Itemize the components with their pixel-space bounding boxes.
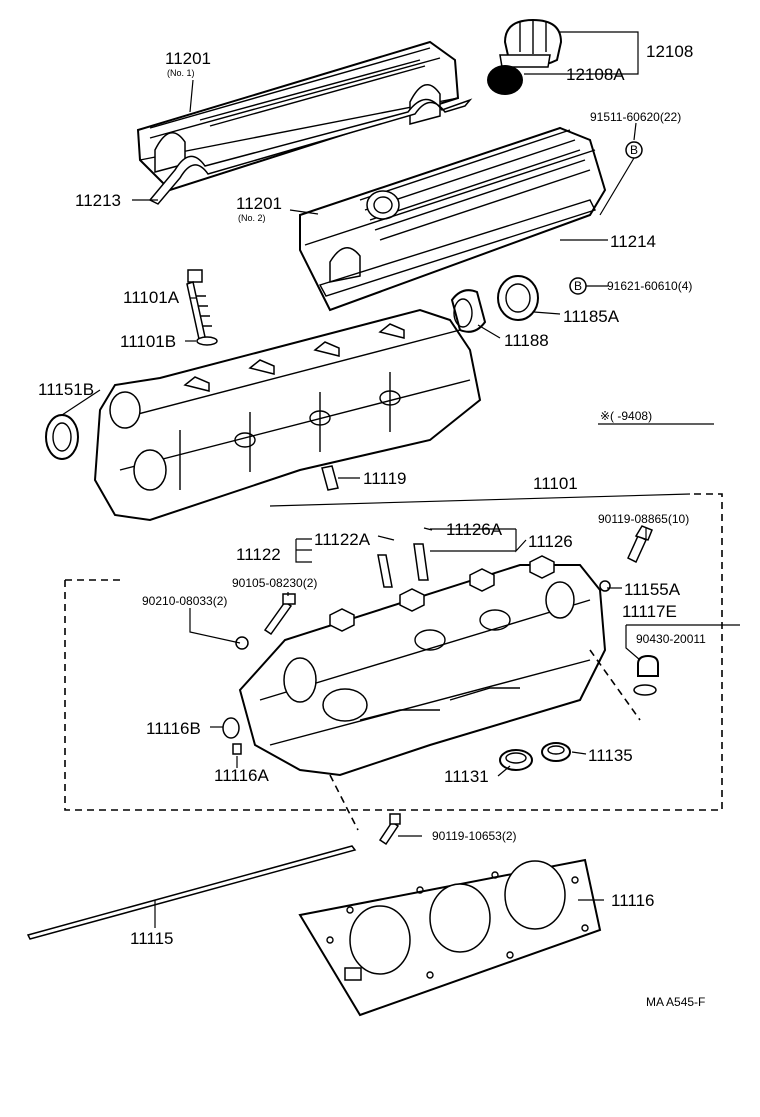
label-90119-10653: 90119-10653(2) <box>432 829 517 843</box>
plug-11116B <box>222 717 240 739</box>
label-11185A: 11185A <box>563 307 620 326</box>
label-11135: 11135 <box>588 746 633 765</box>
washer-11101B <box>196 336 218 346</box>
date-range-label: ※( -9408) <box>600 409 652 423</box>
label-11122A: 11122A <box>314 530 371 549</box>
label-91621: 91621-60610(4) <box>607 279 692 293</box>
plug-90210 <box>235 636 249 650</box>
plug-11116A <box>232 743 242 755</box>
plug-11155A <box>599 580 611 592</box>
label-11117E: 11117E <box>622 602 677 621</box>
bolt-marker-b-lower: B <box>569 277 587 295</box>
label-12108: 12108 <box>646 42 693 61</box>
head-bolt-11101A <box>186 269 212 340</box>
marker-b-label: B <box>630 143 638 157</box>
bolt-marker-b-upper: B <box>625 141 643 159</box>
label-11116A: 11116A <box>214 766 269 785</box>
seal-11131 <box>499 749 533 771</box>
label-90105: 90105-08230(2) <box>232 576 317 590</box>
marker-b-label: B <box>574 279 582 293</box>
oil-seal-11151B <box>45 414 79 460</box>
label-11126A: 11126A <box>446 520 503 539</box>
label-11101A: 11101A <box>123 288 180 307</box>
dowel-11119 <box>321 465 339 491</box>
label-11101B: 11101B <box>120 332 176 351</box>
label-11188: 11188 <box>504 331 549 350</box>
label-11155A: 11155A <box>624 580 681 599</box>
assembly-box <box>64 493 723 811</box>
label-11201-no2-note: (No. 2) <box>238 213 266 223</box>
label-90210: 90210-08033(2) <box>142 594 227 608</box>
label-90119-08865: 90119-08865(10) <box>598 512 689 526</box>
stud-bolt-90119-08865 <box>627 525 653 564</box>
label-11213: 11213 <box>75 191 121 210</box>
oil-seal-11188 <box>450 289 487 333</box>
oil-seal-11185A <box>497 275 539 321</box>
stud-bolt-90119-10653 <box>378 813 401 846</box>
head-cover-gasket-no2 <box>318 199 596 297</box>
label-11119: 11119 <box>363 469 407 488</box>
cylinder-head-upper <box>93 308 482 522</box>
label-11115: 11115 <box>130 929 174 948</box>
head-cover-no2 <box>299 126 607 312</box>
label-11131: 11131 <box>444 767 489 786</box>
label-11101: 11101 <box>533 474 578 493</box>
label-11201-no2: 11201 <box>236 194 282 213</box>
label-11126: 11126 <box>528 532 573 551</box>
label-12108A: 12108A <box>566 65 625 84</box>
oil-filler-cap-gasket <box>487 65 523 95</box>
label-11201-no1-note: (No. 1) <box>167 68 195 78</box>
head-gasket <box>298 858 602 1017</box>
valve-guides <box>377 527 433 588</box>
label-11151B: 11151B <box>38 380 94 399</box>
leader-lines <box>61 31 740 928</box>
label-11201-no1: 11201 <box>165 49 211 68</box>
label-11122: 11122 <box>236 545 281 564</box>
stud-bolt-90105 <box>263 593 296 636</box>
label-11116: 11116 <box>611 891 655 910</box>
label-91511: 91511-60620(22) <box>590 110 681 124</box>
cylinder-head <box>238 555 607 777</box>
oil-filler-cap <box>499 18 563 68</box>
seal-11135 <box>541 742 571 762</box>
label-11214: 11214 <box>610 232 656 251</box>
reference-code: MA A545-F <box>646 995 705 1009</box>
head-cover-gasket-no1 <box>148 98 473 205</box>
head-cover-no1 <box>136 40 460 192</box>
rod-11115 <box>26 845 357 940</box>
label-11116B: 11116B <box>146 719 201 738</box>
label-90430: 90430-20011 <box>636 632 706 646</box>
plug-11117E <box>633 654 659 696</box>
